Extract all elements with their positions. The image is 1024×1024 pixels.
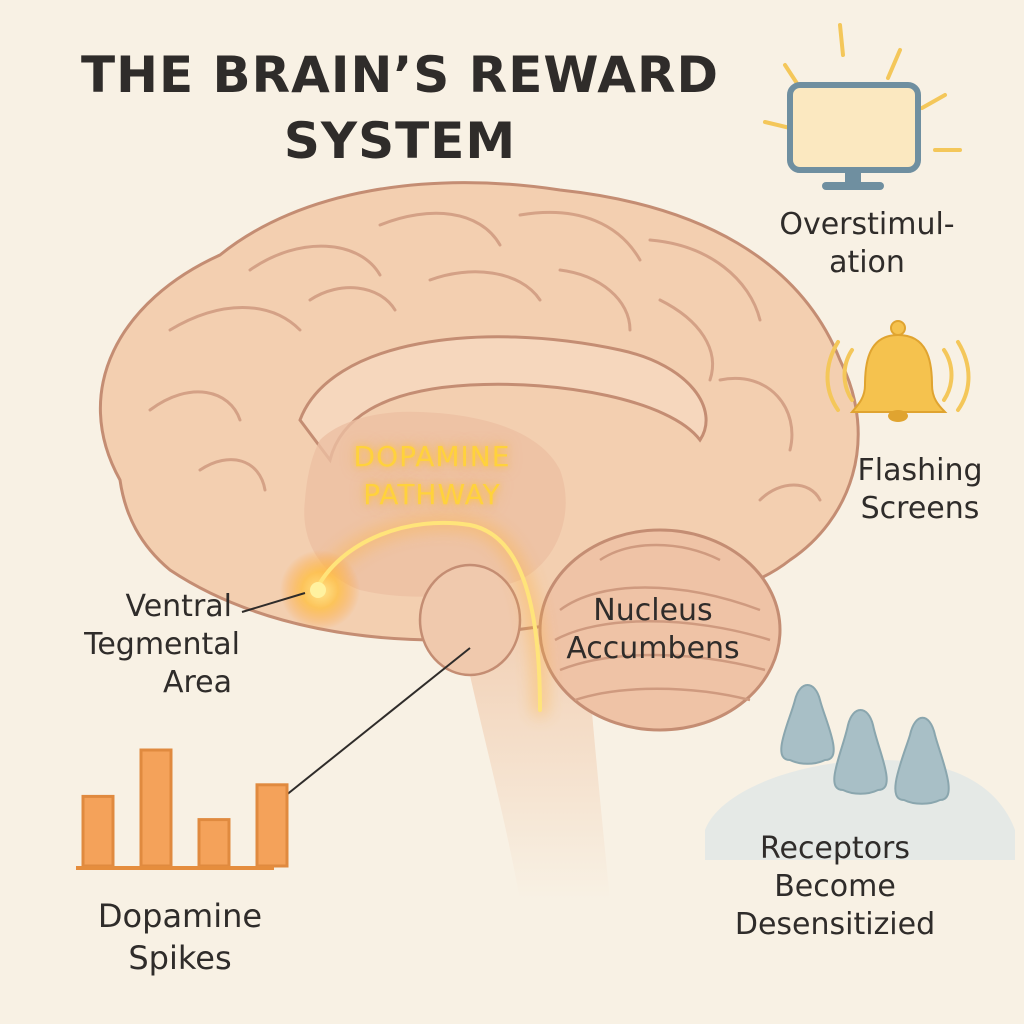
spike-bar xyxy=(81,794,115,868)
corpus-callosum xyxy=(298,335,708,464)
nucleus-label-line-2: Accumbens xyxy=(566,631,740,666)
receptors-label-line-3: Desensitizied xyxy=(734,907,936,942)
page-title: THE BRAIN’S REWARD SYSTEM xyxy=(60,42,740,174)
vta-label-line-2: Tegmental xyxy=(84,627,240,662)
flashing-screens-label: Flashing Screens xyxy=(830,452,1010,528)
spike-bar xyxy=(139,748,173,868)
spikes-label-line-1: Dopamine xyxy=(97,897,263,935)
dopamine-spike-bars xyxy=(81,748,289,868)
receptor-icon xyxy=(705,684,1015,860)
receptors-label-line-2: Become xyxy=(774,869,896,904)
spike-bar xyxy=(255,783,289,868)
vta-label: Ventral Tegmental Area xyxy=(40,588,240,702)
bell-icon xyxy=(825,320,971,422)
overstimulation-label-line-2: ation xyxy=(829,245,905,280)
brain-cerebrum xyxy=(98,181,860,642)
flashing-label-line-2: Screens xyxy=(860,491,980,526)
overstimulation-label-line-1: Overstimul- xyxy=(779,207,955,242)
spikes-label-line-2: Spikes xyxy=(128,939,232,977)
title-line-1: THE BRAIN’S REWARD xyxy=(81,46,719,104)
dopamine-spikes-label: Dopamine Spikes xyxy=(60,895,300,979)
vta-label-line-3: Area xyxy=(162,665,232,700)
flashing-label-line-1: Flashing xyxy=(857,453,983,488)
vta-leader-line xyxy=(241,592,306,613)
pathway-label-line-2: PATHWAY xyxy=(363,478,501,511)
title-line-2: SYSTEM xyxy=(283,112,517,170)
receptors-label: Receptors Become Desensitizied xyxy=(710,830,960,944)
dopamine-pathway xyxy=(280,515,547,717)
vta-label-line-1: Ventral xyxy=(125,589,232,624)
spike-bar xyxy=(197,818,231,868)
overstimulation-label: Overstimul- ation xyxy=(752,206,982,282)
nucleus-label-line-1: Nucleus xyxy=(593,593,713,628)
pons xyxy=(418,563,522,677)
pathway-label-line-1: DOPAMINE xyxy=(353,440,511,473)
brain-gyri xyxy=(148,210,822,502)
nucleus-accumbens-label: Nucleus Accumbens xyxy=(548,592,758,668)
spikes-leader-line xyxy=(279,647,471,801)
monitor-icon xyxy=(763,23,962,190)
cerebellum xyxy=(538,528,782,732)
receptors-label-line-1: Receptors xyxy=(759,831,911,866)
dopamine-pathway-label: DOPAMINE PATHWAY xyxy=(312,438,552,514)
